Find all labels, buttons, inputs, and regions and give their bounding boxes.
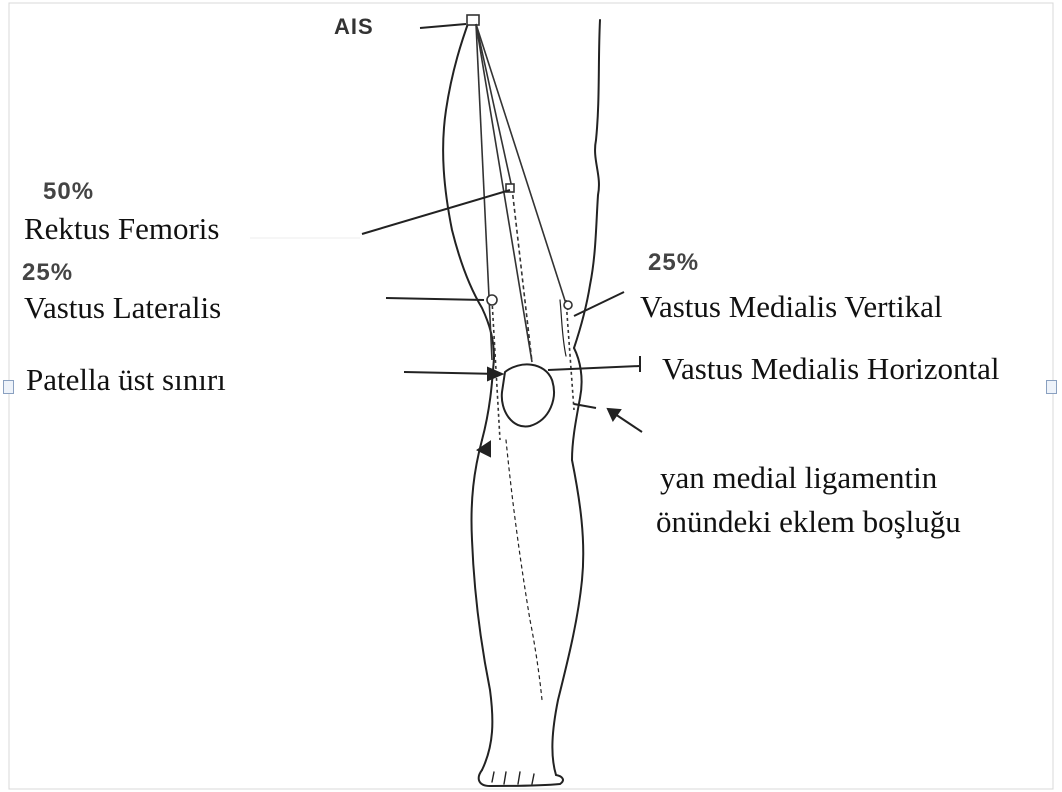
shin-medial-contour [552, 460, 583, 775]
line-rektus-lower [512, 188, 532, 362]
pointer-lateralis [386, 298, 484, 300]
resize-handle-right[interactable] [1046, 380, 1057, 394]
knee-lateral-marker [478, 442, 490, 456]
lateralis-marker [487, 295, 497, 305]
label-rektus-femoris: Rektus Femoris [24, 213, 219, 244]
pointer-lines [250, 24, 642, 456]
tibia-line [506, 440, 542, 700]
label-patella-upper-border: Patella üst sınırı [26, 364, 226, 395]
label-ligament-line2: önündeki eklem boşluğu [656, 506, 961, 537]
label-vastus-medialis-horizontal: Vastus Medialis Horizontal [662, 353, 1000, 384]
line-vastus-medialis [476, 24, 568, 310]
label-lateralis-percent: 25% [22, 261, 73, 285]
label-vastus-medialis-vertikal: Vastus Medialis Vertikal [640, 291, 943, 322]
pointer-patella-head [488, 368, 502, 380]
thigh-medial-contour [574, 20, 600, 348]
muscle-lines [467, 15, 574, 440]
label-ais: AIS [334, 16, 374, 38]
line-rektus-femoris [476, 24, 512, 188]
pointer-medialis-horizontal [548, 366, 640, 370]
resize-handle-left[interactable] [3, 380, 14, 394]
toes [492, 772, 534, 784]
foot-contour [479, 770, 563, 786]
label-ligament-line1: yan medial ligamentin [660, 462, 937, 493]
ais-marker [467, 15, 479, 25]
pointer-ais [420, 24, 466, 28]
label-rektus-percent: 50% [43, 180, 94, 204]
label-vastus-lateralis: Vastus Lateralis [24, 292, 221, 323]
pointer-patella [404, 372, 500, 374]
label-medialis-percent: 25% [648, 251, 699, 275]
shin-lateral-contour [471, 440, 492, 770]
patella-shape [502, 364, 554, 426]
line-medialis-lower [566, 300, 574, 410]
pointer-medialis-vertikal [574, 292, 624, 316]
medialis-marker [564, 301, 572, 309]
leg-outline [443, 18, 600, 786]
pointer-rektus [362, 190, 510, 234]
pointer-ligament-head [608, 409, 620, 420]
